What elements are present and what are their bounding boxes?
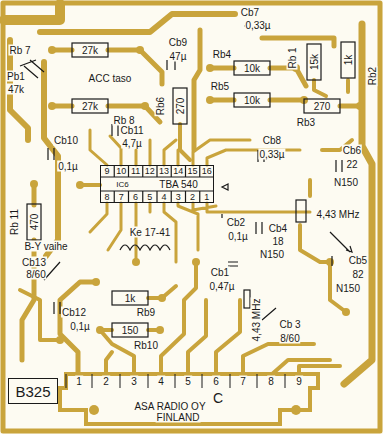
component-label: Ke 17-41: [129, 227, 172, 238]
component-label: Rb 7: [8, 45, 31, 56]
component-label: Cb5: [348, 255, 368, 266]
connector-pin-number: 8: [267, 376, 275, 387]
edge-connector: [60, 374, 318, 424]
component-label: 15k: [309, 53, 320, 71]
component-label: Rb2: [367, 66, 378, 86]
component-label: 0,1µ: [57, 161, 79, 172]
connector-pin-number: 6: [212, 376, 220, 387]
maker-mark: FINLAND: [156, 412, 201, 423]
component-label: 4,43 MHz: [251, 298, 262, 343]
copper-traces: [3, 3, 380, 431]
component-label: 0,33µ: [258, 149, 285, 160]
component-label: Cb10: [53, 135, 79, 146]
component-label: 47µ: [169, 51, 188, 62]
component-label: Pb1: [6, 71, 26, 82]
component-label: Cb9: [168, 37, 188, 48]
component-label: Rb6: [155, 96, 166, 116]
solder-pads: [30, 46, 364, 344]
ic-package: IC6 TBA 540: [100, 165, 214, 203]
component-label: 47k: [7, 84, 25, 95]
component-label: Cb 3: [278, 319, 301, 330]
component-label: N150: [335, 283, 361, 294]
component-label: Cb7: [240, 7, 260, 18]
component-label: 27k: [81, 101, 99, 112]
component-label: 270: [175, 97, 186, 116]
component-label: 0,47µ: [208, 281, 235, 292]
ic-designator: IC6: [116, 180, 128, 189]
connector-pin-number: 1: [75, 376, 83, 387]
component-label: 270: [313, 101, 332, 112]
component-label: 0,1µ: [69, 321, 91, 332]
connector-pin-number: 2: [102, 376, 110, 387]
component-label: ACC taso: [88, 73, 133, 84]
component-label: 8/60: [279, 333, 300, 344]
connector-pin-number: 4: [157, 376, 165, 387]
component-label: Cb2: [226, 217, 246, 228]
component-label: Cb11: [119, 125, 144, 136]
component-label: 4,43 MHz: [316, 209, 361, 220]
component-label: Rb 1: [287, 46, 298, 69]
pin-number: 10: [115, 166, 127, 177]
component-label: Rb9: [136, 307, 156, 318]
component-label: 1k: [124, 293, 137, 304]
component-outlines: [20, 26, 355, 337]
pin-number: 16: [201, 166, 213, 177]
pin-number: 2: [189, 192, 196, 203]
component-label: 1k: [343, 54, 354, 67]
component-label: Cb13: [21, 257, 47, 268]
component-label: 0,1µ: [227, 231, 249, 242]
component-label: Rb5: [210, 81, 230, 92]
board-id: B325: [15, 383, 50, 400]
component-label: 10k: [243, 63, 261, 74]
component-label: Cb6: [342, 145, 362, 156]
pin-number: 3: [175, 192, 182, 203]
connector-pin-number: 5: [184, 376, 192, 387]
component-label: 470: [29, 213, 40, 232]
component-label: Cb12: [61, 307, 87, 318]
pin-number: 15: [187, 166, 199, 177]
connector-pin-number: 3: [130, 376, 138, 387]
component-label: Rb10: [133, 340, 159, 351]
pin-number: 8: [104, 192, 111, 203]
maker-mark: C: [212, 391, 224, 406]
component-label: B-Y vaihe: [23, 241, 68, 252]
component-label: Cb4: [268, 223, 288, 234]
component-label: Rb4: [212, 49, 232, 60]
component-label: 150: [121, 325, 140, 336]
component-label: 8/60: [25, 269, 46, 280]
pin-number: 6: [132, 192, 139, 203]
component-label: 82: [351, 269, 364, 280]
ic-type: TBA 540: [159, 179, 197, 190]
component-label: 10k: [243, 95, 261, 106]
component-label: Rb3: [296, 117, 316, 128]
pin-number: 7: [118, 192, 125, 203]
component-label: N150: [259, 249, 285, 260]
component-label: N150: [333, 177, 359, 188]
pin-number: 9: [104, 166, 111, 177]
pin-number: 12: [144, 166, 156, 177]
maker-mark: ASA RADIO OY: [133, 401, 206, 412]
board-id-box: B325: [8, 378, 58, 404]
component-label: Cb8: [262, 135, 282, 146]
component-label: Cb1: [210, 267, 230, 278]
component-label: 22: [345, 159, 358, 170]
component-label: Rb 11: [9, 208, 20, 236]
pin-number: 14: [172, 166, 184, 177]
component-label: 27k: [81, 45, 99, 56]
pin-number: 11: [130, 166, 141, 177]
pin-number: 4: [161, 192, 168, 203]
component-label: 4,7µ: [121, 138, 143, 149]
pin-number: 13: [158, 166, 170, 177]
connector-pin-number: 9: [295, 376, 303, 387]
component-label: 0,33µ: [244, 20, 271, 31]
component-label: 18: [271, 236, 284, 247]
pin-number: 5: [146, 192, 153, 203]
pin-number: 1: [203, 192, 210, 203]
connector-pin-number: 7: [239, 376, 247, 387]
